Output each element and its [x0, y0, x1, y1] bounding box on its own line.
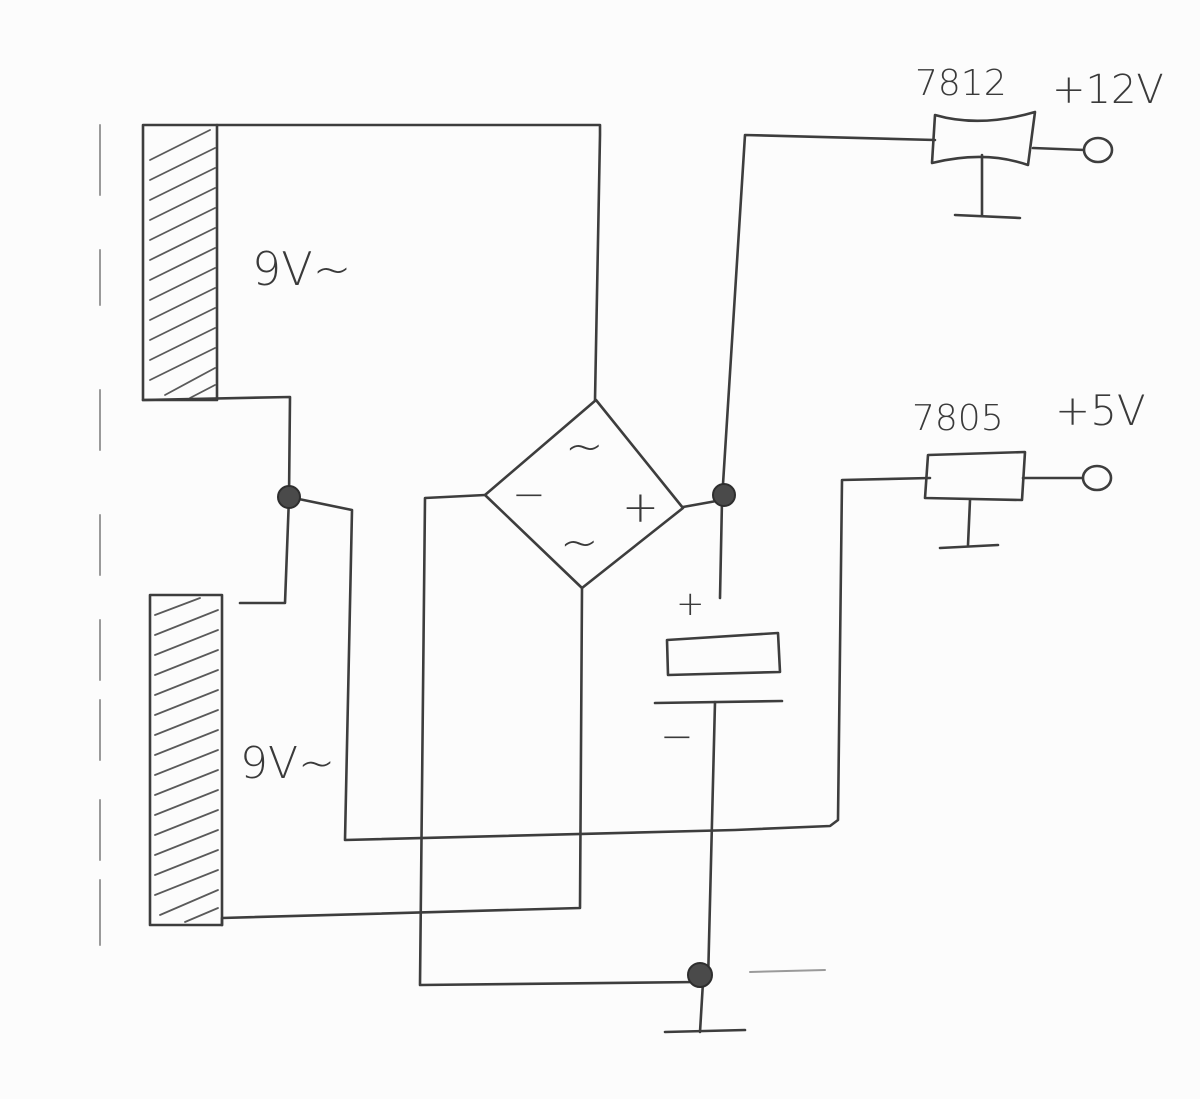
- label-cap-minus: −: [660, 714, 694, 760]
- center-tap-junction: [277, 485, 301, 509]
- output-terminal-12v: [1082, 136, 1114, 164]
- label-output-12v: +12V: [1052, 67, 1164, 113]
- regulator-7805: [923, 450, 1087, 550]
- wiring: [141, 123, 937, 1034]
- label-bottom-winding: 9V~: [240, 738, 335, 789]
- electrolytic-capacitor: [653, 631, 784, 705]
- label-regulator-12: 7812: [915, 63, 1007, 104]
- label-bridge-ac-top: ~: [565, 419, 604, 473]
- output-terminal-5v: [1081, 464, 1113, 492]
- label-bridge-minus: −: [512, 472, 546, 518]
- label-bridge-plus: +: [622, 482, 659, 533]
- lower-secondary-winding: [148, 593, 224, 927]
- positive-junction: [712, 483, 736, 507]
- ground-junction: [687, 962, 713, 988]
- junction-dots: [277, 483, 736, 988]
- label-output-5v: +5V: [1055, 386, 1146, 435]
- label-cap-plus: +: [676, 584, 705, 624]
- upper-secondary-winding: [141, 123, 219, 402]
- label-top-winding: 9V~: [252, 242, 351, 296]
- label-regulator-5: 7805: [912, 398, 1004, 439]
- bridge-rectifier: [483, 398, 685, 590]
- regulator-7812: [930, 110, 1087, 220]
- label-bridge-ac-bottom: ~: [560, 515, 599, 569]
